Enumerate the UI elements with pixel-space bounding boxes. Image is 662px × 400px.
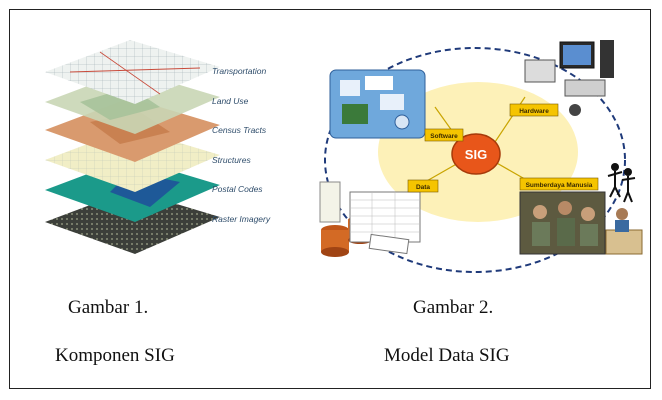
sig-center-circle <box>451 133 501 175</box>
layer-label-postal-codes: Postal Codes <box>212 184 263 194</box>
gis-components-diagram: SIG Software Hardware <box>319 40 643 273</box>
software-label-box <box>424 128 464 142</box>
figure1-caption-title: Komponen SIG <box>55 345 175 366</box>
data-illustration <box>319 181 421 257</box>
layer-label-census-tracts: Census Tracts <box>212 125 267 135</box>
people-illustration <box>519 163 643 255</box>
figure1-caption-number: Gambar 1. <box>68 297 149 318</box>
hardware-label: Hardware <box>519 108 549 115</box>
sig-center-label: SIG <box>465 147 487 162</box>
layer-label-land-use: Land Use <box>212 96 249 106</box>
people-label: Sumberdaya Manusia <box>526 182 593 189</box>
layer-transportation <box>45 40 220 104</box>
layer-label-transportation: Transportation <box>212 66 266 76</box>
layer-label-structures: Structures <box>212 155 251 165</box>
component-ring <box>324 47 626 273</box>
software-label: Software <box>430 133 458 140</box>
layer-raster-imagery <box>45 190 220 254</box>
layer-label-raster-imagery: Raster Imagery <box>212 214 271 224</box>
hardware-label-box <box>509 103 559 117</box>
data-label-box <box>407 179 439 193</box>
people-label-box <box>519 177 599 191</box>
figure2-caption-number: Gambar 2. <box>413 297 494 318</box>
data-label: Data <box>416 184 430 191</box>
figure2-caption-title: Model Data SIG <box>384 345 510 366</box>
hardware-illustration <box>524 40 614 116</box>
software-illustration <box>329 69 426 139</box>
figure-frame: Transportation Land Use Census Tracts St… <box>9 9 651 389</box>
gis-layers-illustration: Transportation Land Use Census Tracts St… <box>45 40 271 254</box>
